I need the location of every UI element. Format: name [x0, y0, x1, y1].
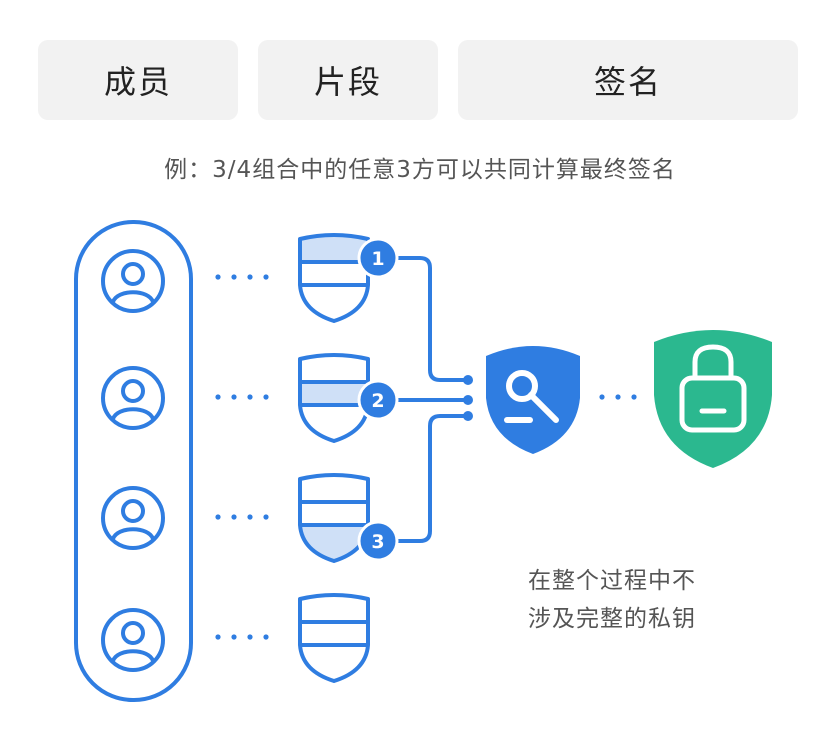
shards-header: 片段: [258, 40, 438, 120]
shield-shard-icon: [298, 353, 370, 443]
members-header: 成员: [38, 40, 238, 120]
user-icon: [101, 249, 165, 313]
dotted-connector: [215, 394, 269, 400]
connector-line-3: [398, 414, 466, 543]
members-group: [74, 220, 193, 702]
lock-shield-icon: [654, 330, 772, 468]
shield-shard-icon: [298, 473, 370, 563]
shield-shard-icon: [298, 593, 370, 683]
badge-label: 2: [371, 390, 384, 412]
key-shield-icon: [486, 346, 580, 454]
user-icon: [101, 366, 165, 430]
badge-label: 3: [371, 531, 384, 553]
dotted-connector: [215, 634, 269, 640]
badge-2: 2: [357, 379, 399, 421]
dotted-connector: [215, 514, 269, 520]
connector-dot: [463, 395, 473, 405]
shield-shard-icon: [298, 233, 370, 323]
badge-1: 1: [357, 237, 399, 279]
dotted-connector: [599, 394, 637, 400]
user-icon: [101, 608, 165, 672]
connector-dot: [463, 375, 473, 385]
badge-label: 1: [371, 248, 384, 270]
process-note-line: 涉及完整的私钥: [528, 606, 696, 632]
badge-3: 3: [357, 520, 399, 562]
example-caption: 例：3/4组合中的任意3方可以共同计算最终签名: [164, 157, 676, 183]
connector-line-1: [398, 256, 466, 382]
user-icon: [101, 486, 165, 550]
signature-header: 签名: [458, 40, 798, 120]
connector-dot: [463, 411, 473, 421]
process-note: 在整个过程中不 涉及完整的私钥: [528, 562, 696, 638]
dotted-connector: [215, 274, 269, 280]
process-note-line: 在整个过程中不: [528, 568, 696, 594]
